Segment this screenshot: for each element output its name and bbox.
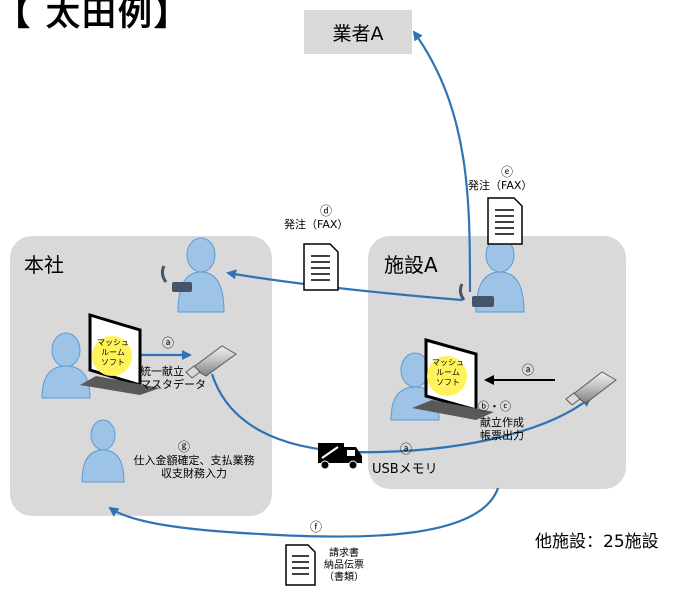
arrow-facility-to-hq [226,269,463,302]
hq-phone-person-icon [160,237,225,313]
hq-laptop-person-icon [41,312,160,399]
label-a-facility: ⓐ [521,363,534,377]
document-icon-d [303,243,339,291]
hq-label: 本社 [24,253,64,277]
facility-usb-icon [565,371,617,406]
facility-phone-person-icon [458,237,525,313]
hq-usb-icon [185,345,237,379]
facility-label: 施設A [384,253,438,277]
label-a-hq: ⓐ [161,336,174,350]
purchase-label: 仕入金額確定、支払業務 収支財務入力 [133,454,255,480]
arrow-facility-to-hq-invoice [108,487,500,538]
facility-software-label: マッシュ ルーム ソフト [432,358,464,387]
menu-output-label: 献立作成 帳票出力 [480,416,524,442]
vendor-label: 業者A [332,22,384,45]
label-g: ⓖ [177,440,190,454]
document-icon-e [487,197,523,245]
order-fax-e-label: 発注（FAX） [468,179,533,192]
label-a-usb: ⓐ [399,442,412,456]
arrow-usb-to-facility [210,373,592,454]
order-fax-d-label: 発注（FAX） [284,218,349,231]
invoice-label: 請求書 納品伝票 （書類） [324,548,364,583]
label-d: ⓓ [319,204,332,218]
master-data-label: 統一献立 マスタデータ [140,365,206,391]
delivery-truck-icon [318,443,362,470]
label-bc: ⓑ・ⓒ [478,400,511,413]
label-f: ⓕ [309,520,322,534]
hq-software-label: マッシュ ルーム ソフト [97,338,129,367]
facility-laptop-person-icon [390,338,494,421]
label-e: ⓔ [500,165,513,179]
document-icon-f [285,544,316,586]
other-facilities-label: 他施設：25施設 [535,532,659,552]
arrow-facility-to-vendor [412,30,472,293]
usb-memory-label: USBメモリ [372,462,438,477]
vendor-box: 業者A [304,10,412,54]
page-title: 【 太田例】 [0,0,190,34]
hq-accounting-person-icon [81,419,125,483]
